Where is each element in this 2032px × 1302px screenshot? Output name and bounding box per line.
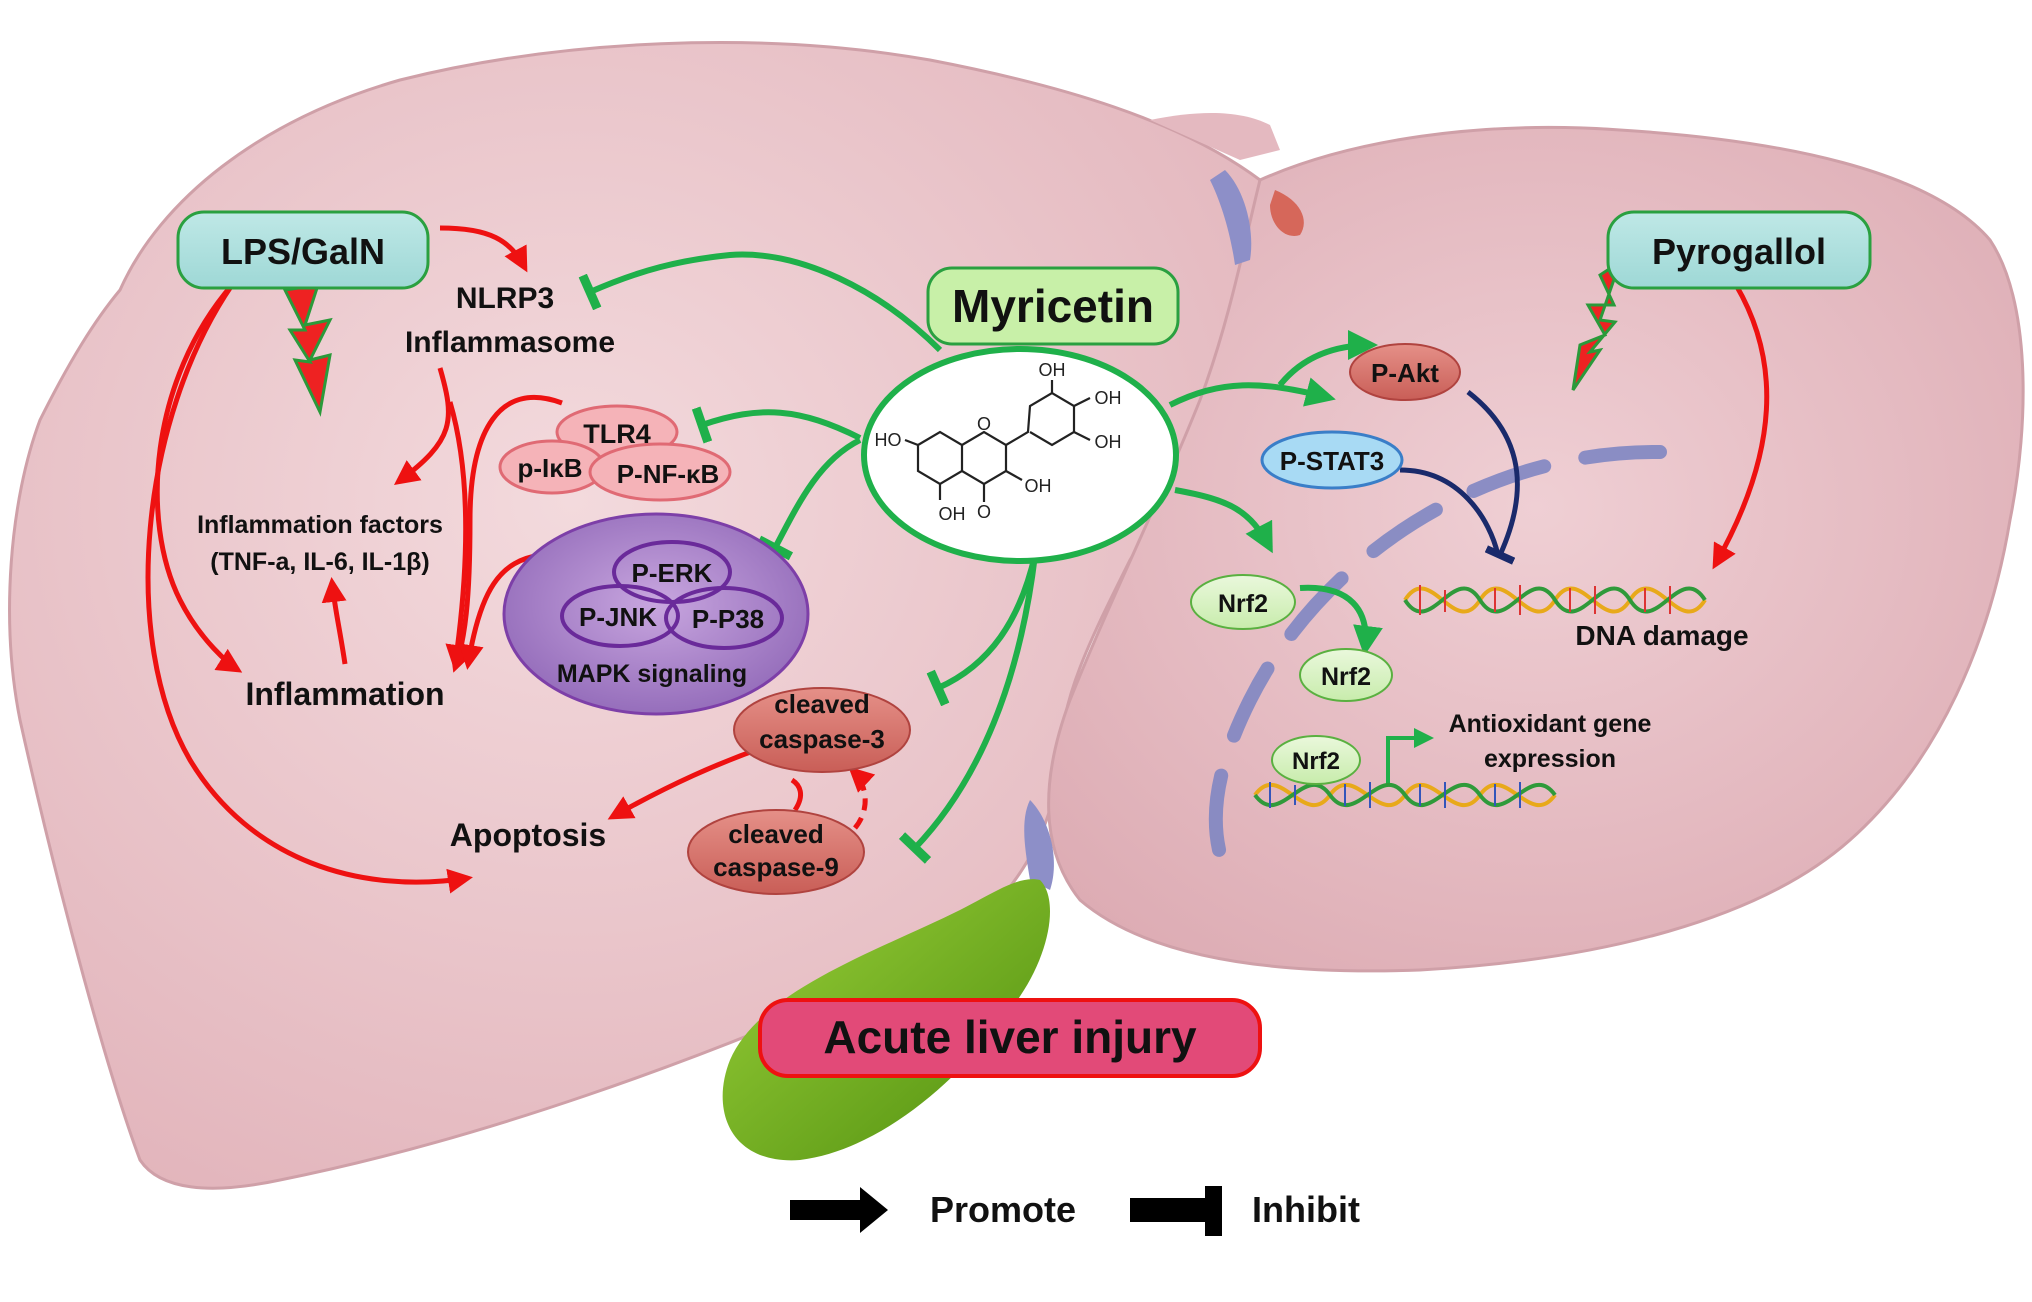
pikb-label: p-IκB	[517, 453, 582, 483]
nlrp3-label: NLRP3	[456, 282, 554, 315]
blood-vessel-red	[1270, 190, 1304, 236]
o-ketone: O	[977, 502, 991, 522]
caspase3-line2: caspase-3	[759, 724, 885, 754]
dna-damage-label: DNA damage	[1575, 620, 1748, 651]
acute-liver-injury-label: Acute liver injury	[823, 1011, 1197, 1063]
inflammation-factors-list: (TNF-a, IL-6, IL-1β)	[210, 548, 429, 576]
liver-top-notch	[1150, 113, 1280, 160]
pp38-label: P-P38	[692, 604, 764, 634]
dna-helix-damage	[1403, 585, 1707, 615]
mapk-signaling-label: MAPK signaling	[557, 660, 747, 688]
acute-liver-injury-box	[758, 998, 1262, 1078]
legend-promote-label: Promote	[930, 1189, 1076, 1230]
caspase9-line2: caspase-9	[713, 852, 839, 882]
pakt-label: P-Akt	[1371, 358, 1439, 388]
nrf2-dna-node	[1271, 735, 1361, 785]
lightning-bolt-right	[1571, 258, 1623, 391]
legend-promote-arrow	[790, 1187, 888, 1233]
inflammation-label: Inflammation	[245, 676, 444, 712]
pjnk-label: P-JNK	[579, 602, 657, 632]
pyrogallol-box	[1606, 210, 1872, 290]
molecule-circle	[861, 346, 1179, 564]
tlr4-label: TLR4	[583, 419, 651, 449]
nrf2-cytoplasm-label: Nrf2	[1218, 590, 1268, 618]
oh-right-bottom: OH	[1095, 432, 1122, 452]
apoptosis-label: Apoptosis	[450, 817, 606, 853]
oh-top: OH	[1039, 360, 1066, 380]
myricetin-box	[926, 266, 1180, 346]
pp38-node	[664, 586, 784, 650]
oh-right-top: OH	[1095, 388, 1122, 408]
myricetin-arrows	[578, 251, 1383, 864]
nrf2-cytoplasm-node	[1190, 574, 1296, 630]
oh-ring-c: OH	[1025, 476, 1052, 496]
pstat3-node	[1260, 430, 1404, 490]
o-ring: O	[977, 414, 991, 434]
inhibit-dna-lines	[1399, 390, 1520, 565]
legend: Promote Inhibit	[790, 1186, 1360, 1236]
perk-label: P-ERK	[632, 558, 713, 588]
dna-helix-antioxidant	[1253, 782, 1557, 808]
lps-galn-label: LPS/GalN	[221, 231, 385, 272]
legend-inhibit-label: Inhibit	[1252, 1189, 1360, 1230]
oh-bottom: OH	[939, 504, 966, 524]
ho-left: HO	[875, 430, 902, 450]
inflammation-factors-label: Inflammation factors	[197, 511, 443, 539]
nrf2-dna-label: Nrf2	[1292, 748, 1340, 775]
legend-inhibit-symbol	[1130, 1186, 1222, 1236]
lightning-bolt-left	[282, 283, 333, 417]
mapk-signaling-node	[502, 512, 810, 716]
pnfkb-label: P-NF-κB	[617, 459, 720, 489]
dashed-casp9-to-casp3	[848, 766, 876, 830]
cleaved-caspase9-node	[687, 809, 865, 895]
antioxidant-line1: Antioxidant gene	[1449, 710, 1652, 738]
antiox-gene-arrow	[1386, 728, 1434, 785]
lps-galn-box	[176, 210, 430, 290]
nrf2-nucleus-label: Nrf2	[1321, 663, 1371, 691]
promote-arrows	[145, 225, 1770, 894]
blood-vessel-blue-lower	[1024, 800, 1054, 890]
myricetin-molecule: OH OH OH HO OH OH O O	[861, 346, 1179, 564]
pyrogallol-label: Pyrogallol	[1652, 231, 1826, 272]
antioxidant-line2: expression	[1484, 745, 1616, 773]
pakt-node	[1349, 343, 1461, 401]
inflammasome-label: Inflammasome	[405, 326, 615, 359]
pstat3-label: P-STAT3	[1280, 446, 1384, 476]
caspase3-line1: cleaved	[774, 689, 869, 719]
blood-vessel-blue	[1210, 170, 1252, 265]
nucleus-boundary	[1208, 444, 1667, 877]
pnfkb-node	[588, 442, 732, 502]
nrf2-nucleus-node	[1299, 648, 1393, 702]
cleaved-caspase3-node	[733, 687, 911, 773]
caspase9-line1: cleaved	[728, 819, 823, 849]
myricetin-label: Myricetin	[952, 280, 1154, 332]
pjnk-node	[560, 584, 680, 648]
